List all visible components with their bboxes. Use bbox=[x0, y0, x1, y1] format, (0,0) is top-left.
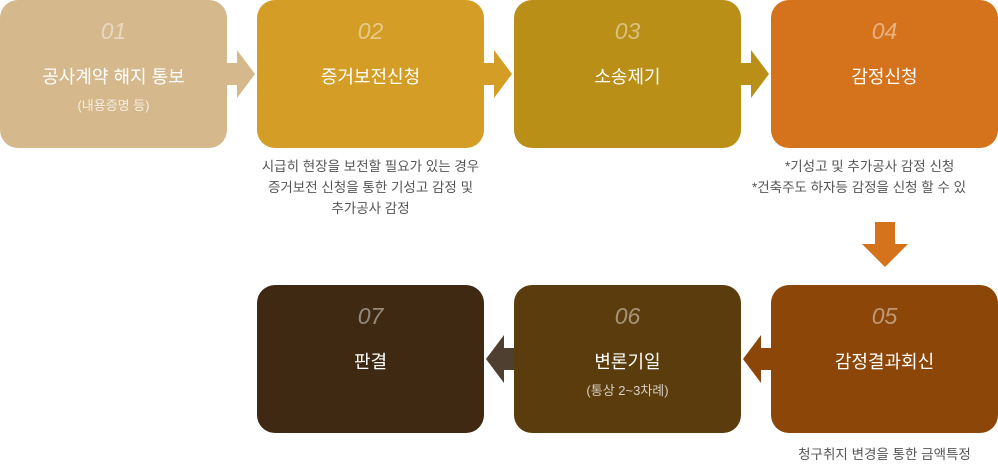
step-02-box: 02 증거보전신청 bbox=[257, 0, 484, 148]
step-title: 변론기일 bbox=[594, 352, 661, 372]
note-line: 증거보전 신청을 통한 기성고 감정 및 bbox=[267, 180, 474, 195]
step-number: 03 bbox=[614, 18, 641, 44]
note-line: 시급히 현장을 보전할 필요가 있는 경우 bbox=[261, 159, 480, 174]
step-title: 감정신청 bbox=[851, 67, 918, 87]
step-number: 01 bbox=[100, 18, 127, 44]
step-subtitle: (통상 2~3차례) bbox=[586, 383, 669, 398]
step-05-note: 청구취지 변경을 통한 금액특정 bbox=[771, 444, 998, 465]
step-subtitle: (내용증명 등) bbox=[77, 98, 150, 113]
step-number: 02 bbox=[357, 18, 384, 44]
step-04-box: 04 감정신청 bbox=[771, 0, 998, 148]
step-number: 04 bbox=[871, 18, 898, 44]
note-line: 추가공사 감정 bbox=[331, 201, 410, 216]
step-title: 감정결과회신 bbox=[834, 352, 935, 372]
step-03-box: 03 소송제기 bbox=[514, 0, 741, 148]
step-number: 07 bbox=[357, 303, 384, 329]
step-06-box: 06 변론기일 (통상 2~3차례) bbox=[514, 285, 741, 433]
step-number: 05 bbox=[871, 303, 898, 329]
arrow-left-icon bbox=[486, 335, 514, 383]
step-07-box: 07 판결 bbox=[257, 285, 484, 433]
note-line: *건축주도 하자등 감정을 신청 할 수 있 bbox=[752, 180, 967, 195]
step-title: 판결 bbox=[353, 352, 388, 372]
step-number: 06 bbox=[614, 303, 641, 329]
arrow-right-icon bbox=[227, 50, 255, 98]
step-05-box: 05 감정결과회신 bbox=[771, 285, 998, 433]
step-title: 소송제기 bbox=[594, 67, 661, 87]
arrow-right-icon bbox=[484, 50, 512, 98]
arrow-down-icon bbox=[862, 222, 908, 267]
step-title: 증거보전신청 bbox=[320, 67, 421, 87]
step-title: 공사계약 해지 통보 bbox=[42, 67, 185, 87]
step-04-note: *기성고 및 추가공사 감정 신청 *건축주도 하자등 감정을 신청 할 수 있 bbox=[752, 156, 998, 198]
note-line: 청구취지 변경을 통한 금액특정 bbox=[798, 447, 971, 462]
arrow-left-icon bbox=[743, 335, 771, 383]
step-02-note: 시급히 현장을 보전할 필요가 있는 경우 증거보전 신청을 통한 기성고 감정… bbox=[227, 156, 514, 219]
note-line: *기성고 및 추가공사 감정 신청 bbox=[785, 159, 955, 174]
step-01-box: 01 공사계약 해지 통보 (내용증명 등) bbox=[0, 0, 227, 148]
arrow-right-icon bbox=[741, 50, 769, 98]
